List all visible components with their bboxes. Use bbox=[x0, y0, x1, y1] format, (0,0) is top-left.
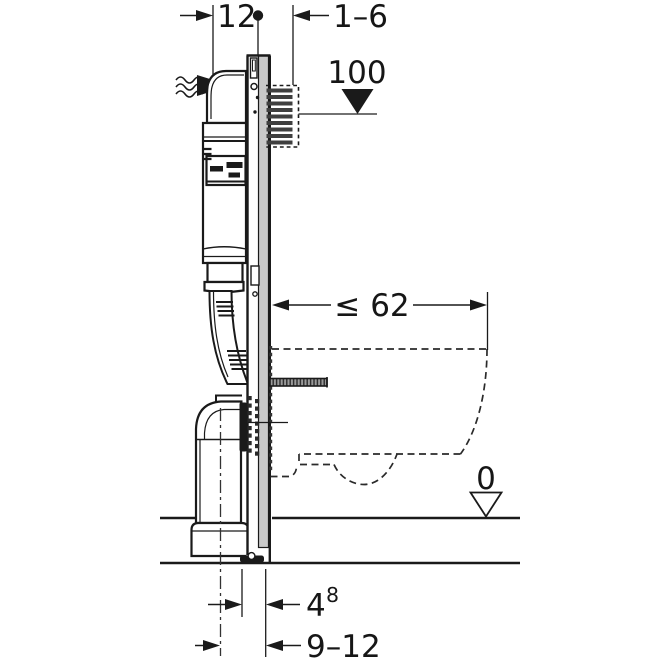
dim-12-label: 12 bbox=[217, 0, 256, 35]
dimension-outlet-4-8: 4 8 bbox=[208, 583, 339, 624]
arrowhead-left-icon bbox=[266, 599, 283, 610]
arrowhead-right-icon bbox=[196, 10, 213, 21]
outlet-socket bbox=[239, 402, 247, 452]
dim-4-label: 4 bbox=[306, 588, 326, 624]
level-marker-100: 100 bbox=[298, 55, 387, 115]
level-triangle-open-icon bbox=[468, 491, 504, 519]
dim-4-sup-label: 8 bbox=[326, 583, 339, 607]
dimension-wall-finish-1-6: 1–6 bbox=[292, 0, 388, 85]
dim-depth-label: ≤ 62 bbox=[334, 288, 409, 324]
threaded-rod bbox=[269, 377, 328, 388]
wc-pan-outline bbox=[270, 348, 488, 486]
dimension-top-rail-12: 12 bbox=[180, 0, 256, 76]
level-100-label: 100 bbox=[327, 55, 386, 91]
arrowhead-left-icon bbox=[272, 299, 289, 311]
arrowhead-right-icon bbox=[470, 299, 487, 311]
mounting-rail bbox=[240, 54, 271, 563]
arrowhead-left-icon bbox=[293, 10, 310, 21]
level-triangle-filled-icon bbox=[341, 89, 374, 114]
fixing-bolts bbox=[247, 396, 260, 456]
cistern-tank bbox=[201, 121, 248, 265]
bottom-extension-lines bbox=[241, 569, 267, 657]
dim-1-6-label: 1–6 bbox=[333, 0, 388, 35]
wall-finish-zone bbox=[266, 84, 300, 148]
dimension-depth-62: ≤ 62 bbox=[272, 288, 489, 350]
dimension-outlet-9-12: 9–12 bbox=[195, 629, 381, 660]
concealed-cistern bbox=[175, 69, 250, 385]
arrowhead-right-icon bbox=[203, 640, 220, 651]
reference-dot bbox=[252, 10, 264, 56]
dim-9-12-label: 9–12 bbox=[306, 629, 381, 660]
flush-bend bbox=[208, 290, 250, 385]
level-marker-0: 0 bbox=[468, 461, 504, 519]
arrowhead-left-icon bbox=[266, 640, 283, 651]
flush-bend-ribs bbox=[216, 301, 248, 370]
arrowhead-right-icon bbox=[225, 599, 242, 610]
level-0-label: 0 bbox=[476, 461, 496, 497]
